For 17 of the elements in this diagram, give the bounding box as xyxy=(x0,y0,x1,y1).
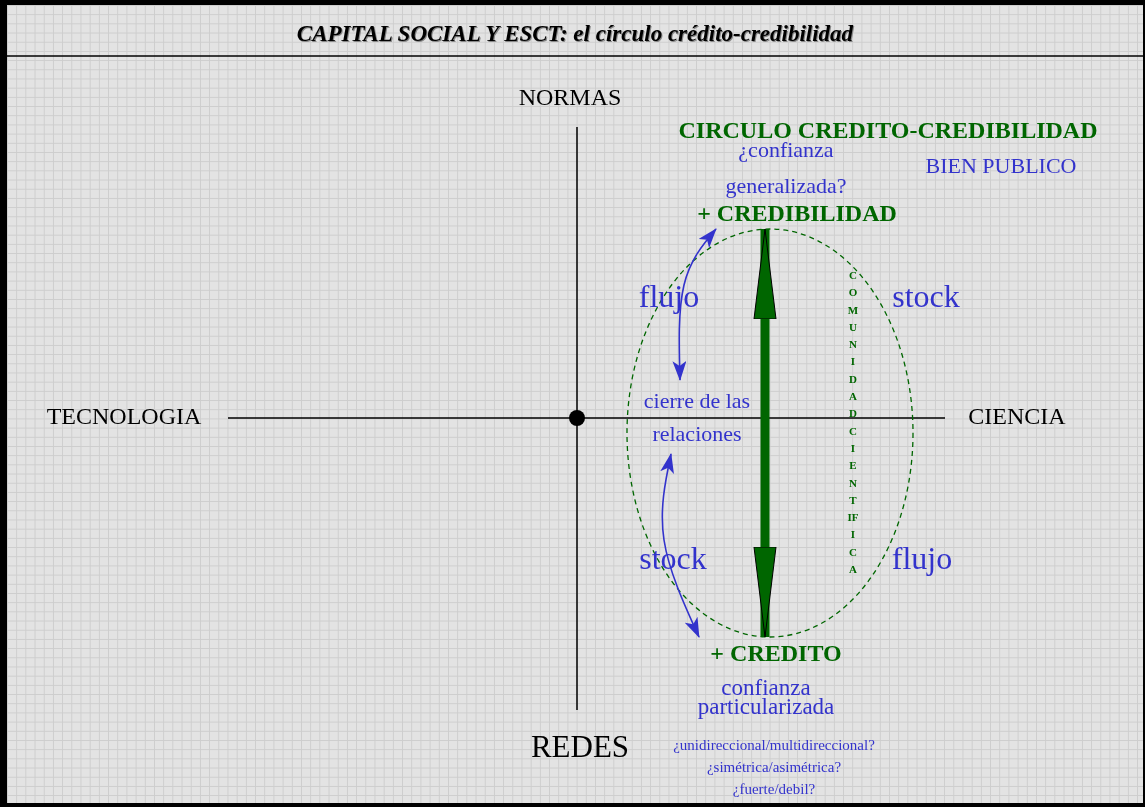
stock-label: stock xyxy=(892,279,960,315)
node-text: cierre de las relaciones xyxy=(642,387,752,448)
axis-label: REDES xyxy=(530,729,630,765)
question-text: ¿unidireccional/multidireccional? xyxy=(673,736,875,754)
axis-label: NORMAS xyxy=(518,83,622,111)
title: CAPITAL SOCIAL Y ESCT: el círculo crédito-credibilidad xyxy=(296,21,854,47)
question-text: ¿simétrica/asimétrica? xyxy=(706,758,842,776)
axis-label: TECNOLOGIA xyxy=(46,402,202,430)
node-heading: + CREDIBILIDAD xyxy=(697,201,897,225)
double-arrow xyxy=(753,228,777,638)
question-text: ¿fuerte/debil? xyxy=(732,780,816,798)
axis-label: CIENCIA xyxy=(968,402,1066,430)
note-text: BIEN PUBLICO xyxy=(925,153,1077,179)
flow-label: flujo xyxy=(891,541,953,577)
vertical-label: COMUNIDAD CIENTIFICA xyxy=(847,268,859,578)
node-heading: + CREDITO xyxy=(710,641,842,665)
curved-arrow xyxy=(672,228,717,381)
